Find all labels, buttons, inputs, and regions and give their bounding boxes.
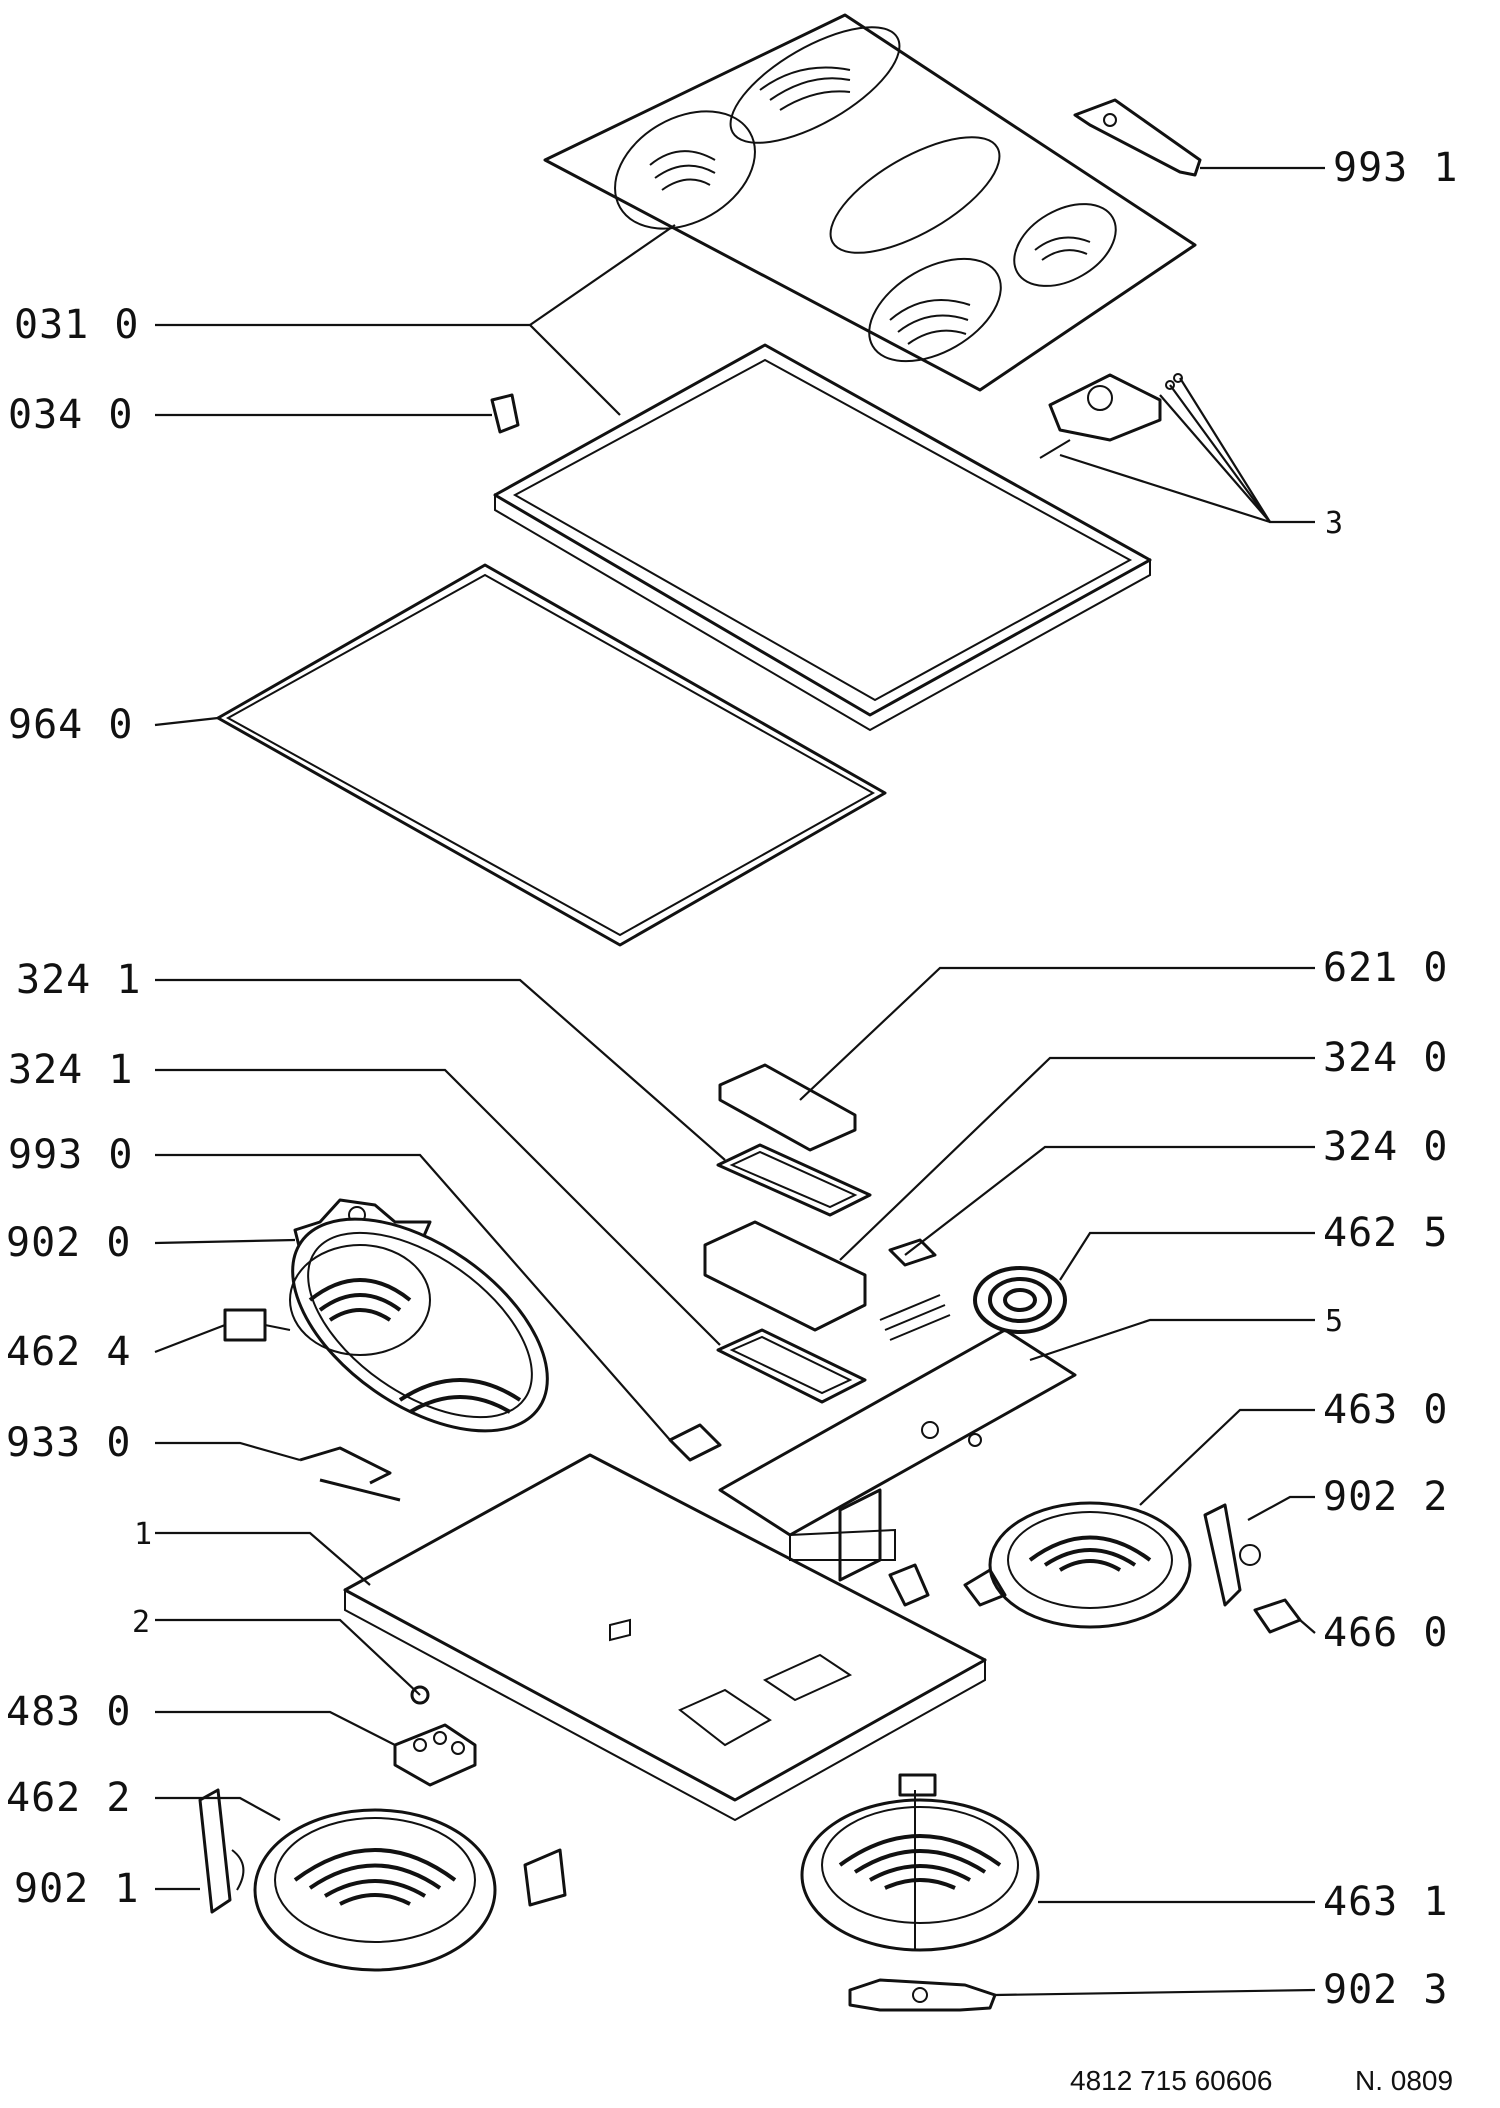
- gasket-964-0: [216, 563, 887, 947]
- callout-324-0-a: 324 0: [1323, 1035, 1448, 1081]
- callouts-left: 031 0 034 0 964 0 324 1 324 1 993 0 902 …: [6, 302, 152, 1912]
- callout-902-1: 902 1: [14, 1866, 139, 1912]
- footer-doc-number: 4812 715 60606: [1070, 2065, 1272, 2096]
- spacer-2: [410, 1685, 430, 1705]
- callout-933-0: 933 0: [6, 1420, 131, 1466]
- limiter-466-0: [1253, 1598, 1302, 1634]
- callout-964-0: 964 0: [8, 702, 133, 748]
- glass-cooktop: [543, 13, 1197, 392]
- callout-463-0: 463 0: [1323, 1387, 1448, 1433]
- callout-034-0: 034 0: [8, 392, 133, 438]
- terminal-block-483-0: [393, 1723, 477, 1787]
- channel-bracket-5: [718, 1328, 1077, 1582]
- round-element-463-1: [800, 1773, 1040, 1952]
- screw-assembly-3: [1039, 373, 1183, 459]
- limiter-left: [888, 1563, 930, 1607]
- callout-031-0: 031 0: [14, 302, 139, 348]
- bracket-902-3: [848, 1978, 997, 2012]
- cooktop-frame: [493, 343, 1152, 732]
- callout-462-4: 462 4: [6, 1329, 131, 1375]
- control-housing: [703, 1063, 872, 1404]
- callout-902-3: 902 3: [1323, 1967, 1448, 2013]
- oval-element-462-4: [223, 1217, 549, 1433]
- base-tray-1: [343, 1453, 987, 1822]
- callout-902-0: 902 0: [6, 1220, 131, 1266]
- wire-933-0: [299, 1446, 401, 1502]
- callout-2: 2: [132, 1605, 150, 1640]
- callout-462-2: 462 2: [6, 1775, 131, 1821]
- bracket-902-1: [198, 1788, 245, 1914]
- callout-483-0: 483 0: [6, 1689, 131, 1735]
- callouts-right: 993 1 3 621 0 324 0 324 0 462 5 5 463 0 …: [1323, 145, 1458, 2013]
- callout-324-1-b: 324 1: [8, 1047, 133, 1093]
- callout-324-0-b: 324 0: [1323, 1124, 1448, 1170]
- leader-lines: [154, 166, 1325, 1997]
- round-element-463-0: [963, 1501, 1192, 1629]
- callout-993-1: 993 1: [1333, 145, 1458, 191]
- bracket-902-2: [1203, 1503, 1261, 1607]
- callout-466-0: 466 0: [1323, 1610, 1448, 1656]
- callout-902-2: 902 2: [1323, 1474, 1448, 1520]
- callout-462-5: 462 5: [1323, 1210, 1448, 1256]
- bracket-993-0: [668, 1423, 722, 1462]
- callout-993-0: 993 0: [8, 1132, 133, 1178]
- callout-3: 3: [1325, 506, 1343, 541]
- clip-034-0: [490, 393, 520, 434]
- small-coil-462-5: [879, 1238, 1067, 1341]
- bracket-993-1: [1073, 98, 1202, 177]
- callout-1: 1: [134, 1517, 152, 1552]
- callout-324-1-a: 324 1: [16, 957, 141, 1003]
- callout-5: 5: [1325, 1304, 1343, 1339]
- callout-463-1: 463 1: [1323, 1879, 1448, 1925]
- footer-drawing-number: N. 0809: [1355, 2065, 1453, 2096]
- callout-621-0: 621 0: [1323, 945, 1448, 991]
- round-element-462-2: [253, 1808, 567, 1972]
